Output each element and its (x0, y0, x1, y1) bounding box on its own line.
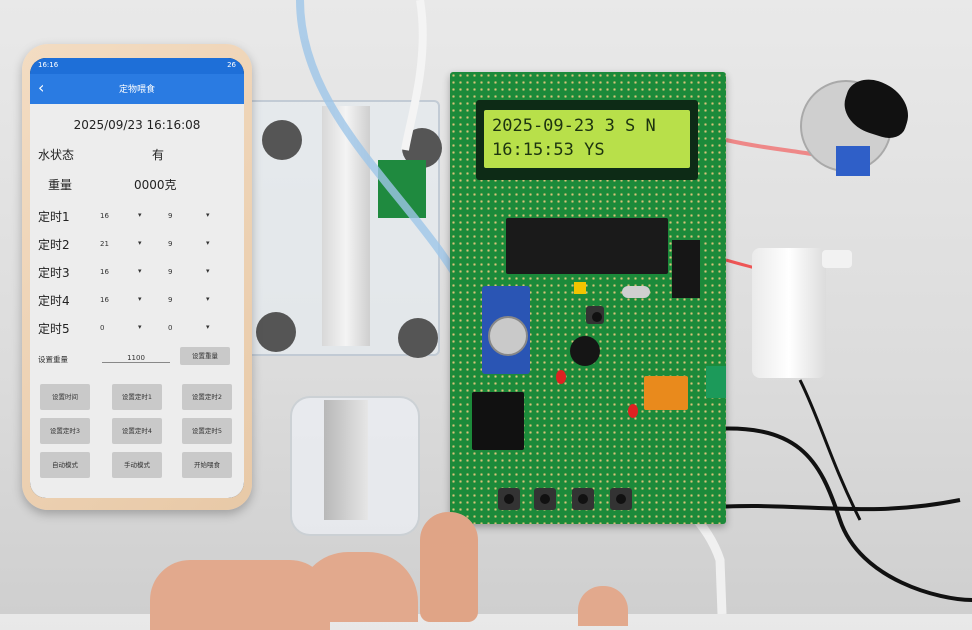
timer-hour-select[interactable]: 16 (100, 268, 109, 276)
timer-label: 定时3 (38, 266, 70, 280)
push-button[interactable] (498, 488, 520, 510)
set-time-button[interactable]: 设置时间 (40, 384, 90, 410)
finger (420, 512, 478, 622)
push-button[interactable] (572, 488, 594, 510)
lcd-line-2: 16:15:53 YS (492, 140, 605, 160)
set-weight-label: 设置重量 (38, 355, 68, 364)
scale-foot (256, 312, 296, 352)
weight-value: 0000克 (134, 178, 177, 192)
set-timer3-button[interactable]: 设置定时3 (40, 418, 90, 444)
water-pump (752, 248, 826, 378)
battery-level: 26 (227, 61, 236, 69)
finger (578, 586, 628, 626)
red-led (556, 370, 566, 384)
set-weight-row: 设置重量 1100 设置重量 (30, 347, 244, 370)
set-weight-button[interactable]: 设置重量 (180, 347, 230, 365)
scale-foot (262, 120, 302, 160)
water-sensor-probe (324, 400, 368, 520)
timer-minute-select[interactable]: 9 (168, 212, 173, 220)
motor-connector (836, 146, 870, 176)
timer-label: 定时1 (38, 210, 70, 224)
set-timer2-button[interactable]: 设置定时2 (182, 384, 232, 410)
pump-nozzle (822, 250, 852, 268)
timer-label: 定时5 (38, 322, 70, 336)
buzzer (570, 336, 600, 366)
dropdown-arrow-icon[interactable]: ▾ (138, 323, 142, 331)
status-time: 16:16 (38, 61, 59, 69)
potentiometer (574, 282, 586, 294)
dropdown-arrow-icon[interactable]: ▾ (206, 295, 210, 303)
timer-hour-select[interactable]: 16 (100, 212, 109, 220)
weight-label: 重量 (48, 178, 73, 192)
app-bar: ‹ 定物喂食 (30, 74, 244, 104)
water-label: 水状态 (38, 148, 75, 162)
reset-button[interactable] (586, 306, 604, 324)
timer-minute-select[interactable]: 9 (168, 296, 173, 304)
start-feeding-button[interactable]: 开始喂食 (182, 452, 232, 478)
dropdown-arrow-icon[interactable]: ▾ (206, 211, 210, 219)
scale-foot (398, 318, 438, 358)
set-weight-input[interactable]: 1100 (102, 354, 170, 363)
dropdown-arrow-icon[interactable]: ▾ (206, 267, 210, 275)
dropdown-arrow-icon[interactable]: ▾ (206, 323, 210, 331)
hand (298, 552, 418, 622)
lcd-line-1: 2025-09-23 3 S N (492, 116, 656, 136)
timer-hour-select[interactable]: 21 (100, 240, 109, 248)
timer-label: 定时4 (38, 294, 70, 308)
set-timer5-button[interactable]: 设置定时5 (182, 418, 232, 444)
set-timer1-button[interactable]: 设置定时1 (112, 384, 162, 410)
set-timer4-button[interactable]: 设置定时4 (112, 418, 162, 444)
dropdown-arrow-icon[interactable]: ▾ (206, 239, 210, 247)
timer-minute-select[interactable]: 9 (168, 240, 173, 248)
status-bar: 16:16 26 (30, 58, 244, 74)
phone: 16:16 26 ‹ 定物喂食 2025/09/23 16:16:08 水状态 … (22, 44, 252, 510)
back-arrow-icon[interactable]: ‹ (38, 78, 45, 97)
phone-screen: 16:16 26 ‹ 定物喂食 2025/09/23 16:16:08 水状态 … (30, 58, 244, 498)
app-content: 2025/09/23 16:16:08 水状态 有 重量 0000克 定时1 1… (30, 104, 244, 498)
coin-battery (488, 316, 528, 356)
push-button[interactable] (534, 488, 556, 510)
timer-minute-select[interactable]: 0 (168, 324, 173, 332)
microcontroller-chip (506, 218, 668, 274)
push-button[interactable] (610, 488, 632, 510)
driver-chip (672, 240, 700, 298)
datetime: 2025/09/23 16:16:08 (73, 118, 201, 132)
lcd-display: 2025-09-23 3 S N 16:15:53 YS (484, 110, 690, 168)
red-led (628, 404, 638, 418)
crystal (622, 286, 650, 298)
timer-hour-select[interactable]: 16 (100, 296, 109, 304)
terminal-block (706, 366, 726, 398)
auto-mode-button[interactable]: 自动模式 (40, 452, 90, 478)
app-title: 定物喂食 (118, 85, 155, 95)
relay (644, 376, 688, 410)
timer-minute-select[interactable]: 9 (168, 268, 173, 276)
water-value: 有 (152, 148, 165, 162)
manual-mode-button[interactable]: 手动模式 (112, 452, 162, 478)
timer-label: 定时2 (38, 238, 70, 252)
dropdown-arrow-icon[interactable]: ▾ (138, 267, 142, 275)
dropdown-arrow-icon[interactable]: ▾ (138, 239, 142, 247)
wifi-module (472, 392, 524, 450)
dropdown-arrow-icon[interactable]: ▾ (138, 295, 142, 303)
dropdown-arrow-icon[interactable]: ▾ (138, 211, 142, 219)
timer-hour-select[interactable]: 0 (100, 324, 105, 332)
